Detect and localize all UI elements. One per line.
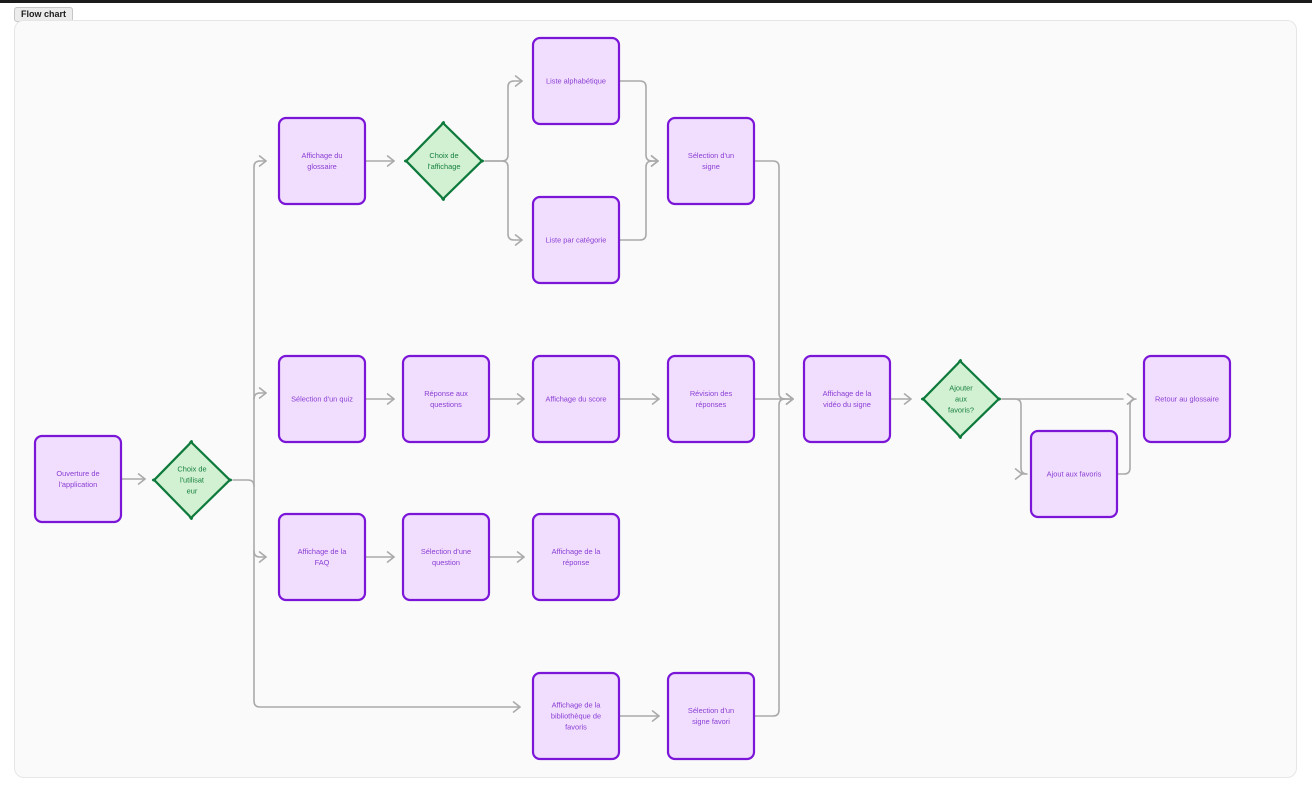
tab-bar: Flow chart <box>14 4 74 22</box>
edge-alpha-to-signe <box>618 80 659 162</box>
node-liste-categorie[interactable]: Liste par catégorie <box>531 195 621 285</box>
arrowhead-quiz-to-reponse <box>386 393 395 405</box>
node-label: Sélection d'un quiz <box>291 395 353 404</box>
edge-trunk-to-glossaire <box>253 160 267 487</box>
process-shape <box>277 354 367 444</box>
node-select-quiz[interactable]: Sélection d'un quiz <box>277 354 367 444</box>
arrowhead-question-to-reponse <box>516 551 525 563</box>
arrowhead-categorie-to-signe <box>650 155 659 167</box>
decision-shape <box>151 440 233 520</box>
edge-choixaff-to-categorie <box>484 160 523 241</box>
node-label: Liste alphabétique <box>546 77 606 86</box>
arrowhead-trunk-to-faq <box>258 551 267 563</box>
edge-favori-to-video <box>753 398 794 717</box>
arrowhead-glossaire-to-choixaff <box>386 155 395 167</box>
process-shape <box>1029 429 1119 519</box>
decision-shape <box>920 359 1002 439</box>
top-strip <box>0 0 1312 3</box>
edge-ajouter-to-ajout <box>1001 398 1028 475</box>
process-shape <box>277 512 367 602</box>
process-shape <box>531 354 621 444</box>
edge-choix-to-trunk <box>232 479 521 708</box>
arrowhead-trunk-to-quiz <box>258 387 267 399</box>
arrowhead-faq-to-question <box>386 551 395 563</box>
node-retour-gloss[interactable]: Retour au glossaire <box>1142 354 1232 444</box>
arrowhead-favori-to-video <box>785 393 794 405</box>
process-shape <box>666 354 756 444</box>
node-ajout-fav[interactable]: Ajout aux favoris <box>1029 429 1119 519</box>
process-shape <box>531 36 621 126</box>
arrowhead-video-to-ajouter <box>903 393 912 405</box>
arrowhead-choixaff-to-alpha <box>514 75 523 87</box>
node-label: Ajout aux favoris <box>1047 470 1102 479</box>
decision-shape <box>403 121 485 201</box>
process-shape <box>666 671 756 761</box>
process-shape <box>531 671 621 761</box>
arrowhead-ajouter-to-ajout <box>1014 468 1023 480</box>
node-label: Liste par catégorie <box>546 236 607 245</box>
process-shape <box>277 116 367 206</box>
process-shape <box>666 116 756 206</box>
edge-signe-to-video <box>753 160 794 400</box>
edge-trunk-to-faq <box>253 550 267 558</box>
process-shape <box>531 195 621 285</box>
edge-trunk-to-quiz <box>253 392 267 400</box>
process-shape <box>1142 354 1232 444</box>
arrowhead-reponse-to-score <box>516 393 525 405</box>
process-shape <box>401 354 491 444</box>
process-shape <box>802 354 892 444</box>
edge-categorie-to-signe <box>618 160 659 241</box>
edges-layer <box>120 75 1137 722</box>
process-shape <box>33 434 123 524</box>
process-shape <box>531 512 621 602</box>
arrowhead-trunk-to-glossaire <box>258 155 267 167</box>
node-label: Retour au glossaire <box>1155 395 1219 404</box>
node-label: Affichage du score <box>545 395 606 404</box>
node-liste-alpha[interactable]: Liste alphabétique <box>531 36 621 126</box>
arrowhead-score-to-revision <box>651 393 660 405</box>
arrowhead-choix-to-trunk <box>512 701 521 713</box>
edge-choixaff-to-alpha <box>484 80 523 162</box>
arrowhead-ouverture-to-choix <box>137 473 146 485</box>
edge-ajout-to-retour <box>1116 398 1137 475</box>
arrowhead-ajout-to-retour <box>1126 393 1135 405</box>
arrowhead-biblio-to-favori <box>651 710 660 722</box>
node-aff-score[interactable]: Affichage du score <box>531 354 621 444</box>
arrowhead-choixaff-to-categorie <box>514 234 523 246</box>
process-shape <box>401 512 491 602</box>
